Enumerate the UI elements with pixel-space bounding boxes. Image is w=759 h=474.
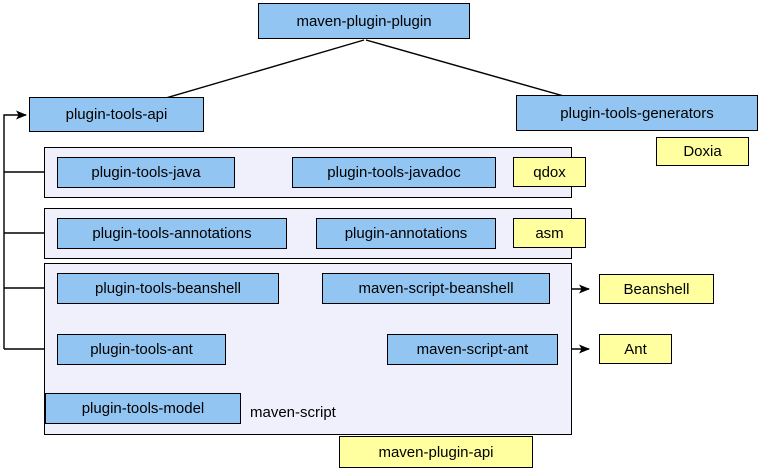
node-plugin-tools-java[interactable]: plugin-tools-java — [57, 157, 235, 188]
node-ant[interactable]: Ant — [599, 334, 672, 364]
node-plugin-tools-beanshell[interactable]: plugin-tools-beanshell — [57, 273, 279, 304]
node-maven-plugin-api[interactable]: maven-plugin-api — [339, 436, 533, 468]
node-plugin-tools-annotations[interactable]: plugin-tools-annotations — [57, 218, 287, 249]
node-plugin-tools-ant[interactable]: plugin-tools-ant — [57, 334, 226, 365]
node-plugin-tools-model[interactable]: plugin-tools-model — [45, 393, 241, 424]
node-plugin-tools-javadoc[interactable]: plugin-tools-javadoc — [292, 157, 496, 188]
node-qdox[interactable]: qdox — [513, 157, 586, 187]
node-doxia[interactable]: Doxia — [656, 137, 749, 166]
node-maven-script-ant[interactable]: maven-script-ant — [387, 334, 558, 365]
edge-left-bus-trunk — [3, 110, 27, 349]
node-maven-plugin-plugin[interactable]: maven-plugin-plugin — [258, 3, 470, 39]
node-asm[interactable]: asm — [513, 218, 586, 248]
node-maven-script-beanshell[interactable]: maven-script-beanshell — [322, 273, 550, 304]
node-plugin-tools-generators[interactable]: plugin-tools-generators — [516, 95, 758, 131]
node-plugin-annotations[interactable]: plugin-annotations — [316, 218, 496, 249]
group-maven-script-label: maven-script — [250, 404, 336, 421]
node-plugin-tools-api[interactable]: plugin-tools-api — [29, 97, 204, 132]
node-beanshell[interactable]: Beanshell — [599, 274, 714, 304]
